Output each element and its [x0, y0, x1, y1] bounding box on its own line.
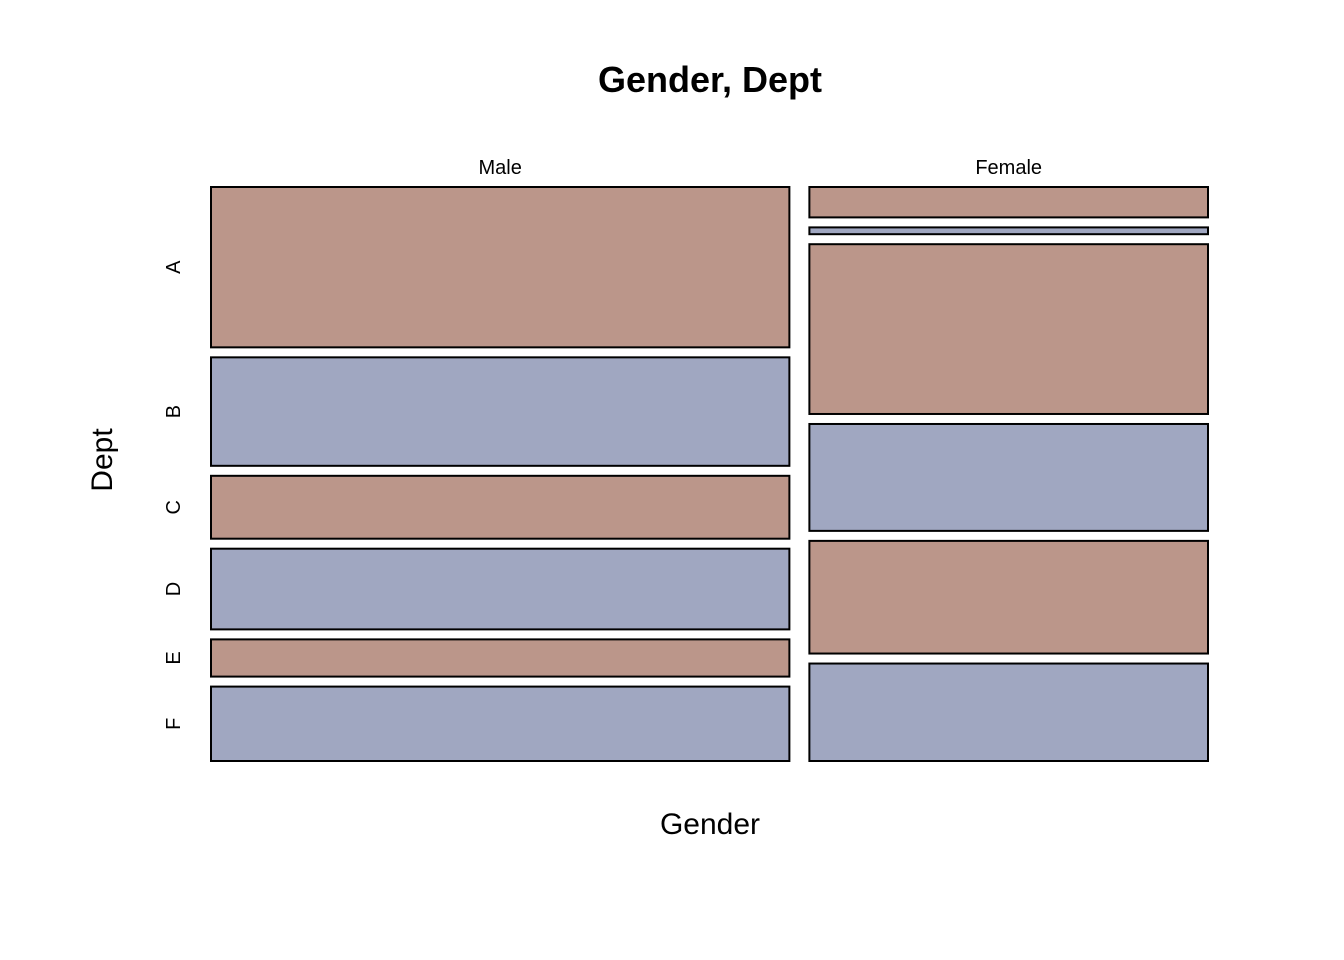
mosaic-cell-female-d [808, 422, 1209, 532]
chart-title: Gender, Dept [598, 59, 822, 100]
mosaic-cell-female-f [808, 662, 1209, 763]
row-label-e: E [163, 651, 185, 664]
y-axis-label: Dept [86, 428, 119, 492]
mosaic-cell-female-c [808, 243, 1209, 415]
mosaic-cell-female-e [808, 539, 1209, 655]
mosaic-cell-male-d [210, 547, 791, 631]
row-label-d: D [163, 582, 185, 596]
mosaic-cell-male-a [210, 186, 791, 349]
row-labels: A B C D E F [163, 260, 185, 730]
mosaic-cell-male-f [210, 685, 791, 762]
x-axis-label: Gender [660, 808, 760, 841]
mosaic-cell-male-c [210, 474, 791, 540]
mosaic-cell-male-e [210, 638, 791, 678]
row-label-b: B [163, 405, 185, 418]
mosaic-cell-female-b [808, 226, 1209, 236]
mosaic-cell-female-a [808, 186, 1209, 219]
mosaic-cells [210, 186, 1209, 763]
mosaic-cell-male-b [210, 356, 791, 467]
column-label-male: Male [479, 157, 522, 179]
row-label-c: C [163, 500, 185, 514]
row-label-a: A [163, 260, 185, 274]
column-label-female: Female [975, 157, 1042, 179]
row-label-f: F [163, 718, 185, 730]
column-labels: Male Female [479, 157, 1043, 179]
